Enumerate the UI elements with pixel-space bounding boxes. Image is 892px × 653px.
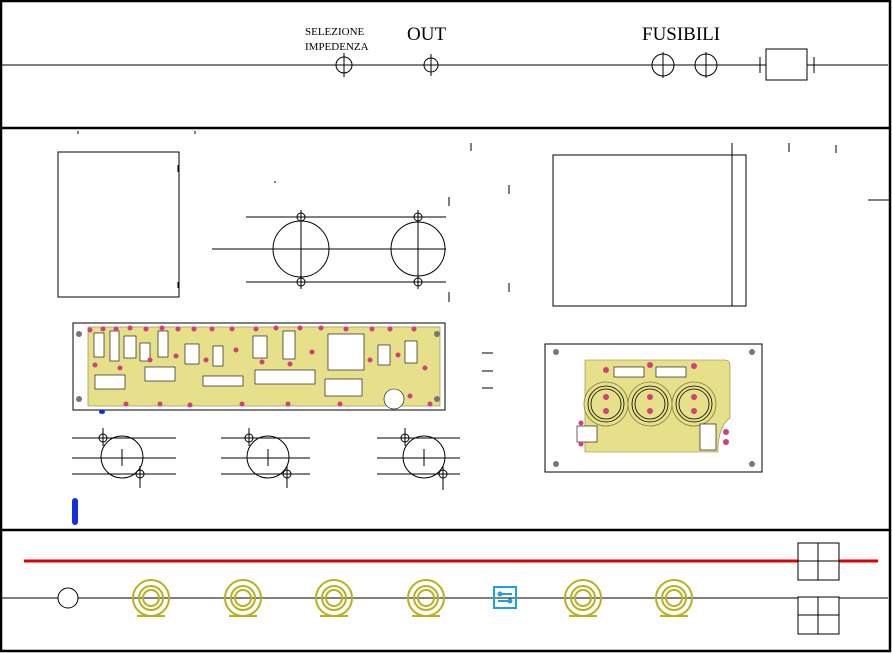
capacitor-outline: [377, 428, 460, 490]
jack-icon[interactable]: [57, 587, 79, 609]
amplifier-pcb: [72, 322, 446, 414]
power-inlet-icon[interactable]: [759, 48, 815, 81]
power-supply-pcb: [544, 343, 763, 473]
switch-icon[interactable]: [493, 586, 517, 609]
meter-window-top: [797, 542, 840, 581]
meter-window-bottom: [797, 596, 840, 635]
potentiometer-icon[interactable]: [407, 579, 445, 617]
impedance-selector-icon[interactable]: [335, 53, 353, 77]
transformer-outline: [552, 154, 747, 307]
impedance-label-line1: SELEZIONE: [305, 26, 365, 38]
potentiometer-icon[interactable]: [315, 579, 353, 617]
rear-panel: SELEZIONE IMPEDENZA OUT FUSIBILI: [2, 24, 888, 81]
potentiometer-icon[interactable]: [564, 579, 602, 617]
position-marker: [72, 498, 78, 525]
potentiometer-icon[interactable]: [132, 579, 170, 617]
impedance-label-line2: IMPEDENZA: [305, 41, 369, 53]
potentiometer-icon[interactable]: [655, 579, 693, 617]
interior: [57, 131, 890, 490]
transformer-outline: [57, 151, 180, 298]
fuse-label: FUSIBILI: [642, 24, 720, 45]
toroid-outline: [212, 210, 446, 289]
front-panel: [2, 542, 888, 635]
capacitor-outline: [221, 428, 310, 488]
potentiometer-icon[interactable]: [224, 579, 262, 617]
output-label: OUT: [407, 24, 446, 45]
output-jack-icon[interactable]: [423, 54, 439, 76]
fuse-holder-icon[interactable]: [651, 52, 718, 78]
capacitor-outline: [72, 428, 176, 488]
